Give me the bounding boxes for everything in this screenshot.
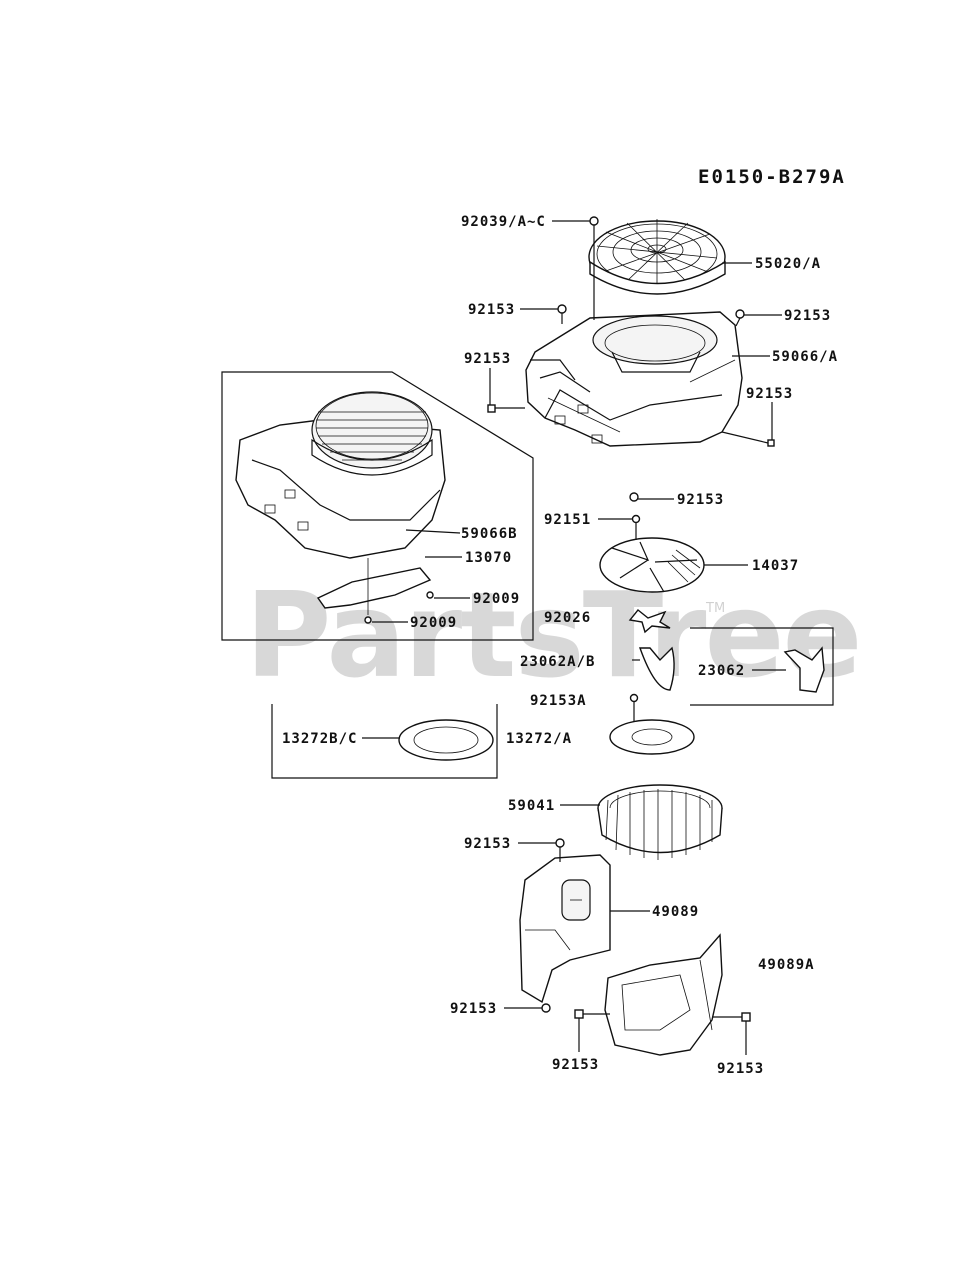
box-23062 bbox=[690, 627, 834, 706]
part-labels: 92039/A~C 55020/A 92153 92153 59066/A 92… bbox=[282, 214, 838, 1077]
box-13272 bbox=[271, 704, 498, 779]
part-label: 13272/A bbox=[506, 731, 572, 747]
part-label: 59066B bbox=[461, 526, 518, 542]
part-label: 14037 bbox=[752, 558, 799, 574]
part-label: 92153 bbox=[468, 302, 515, 318]
watermark-tm: TM bbox=[705, 601, 725, 616]
part-label: 59041 bbox=[508, 798, 555, 814]
part-label: 92153A bbox=[530, 693, 587, 709]
shroud-49089A bbox=[604, 933, 723, 1056]
shroud-49089 bbox=[519, 854, 611, 1004]
part-label: 92153 bbox=[746, 386, 793, 402]
part-label: 13070 bbox=[465, 550, 512, 566]
fin-ring bbox=[597, 784, 723, 860]
part-label: 49089 bbox=[652, 904, 699, 920]
part-label: 92153 bbox=[784, 308, 831, 324]
part-label: 92009 bbox=[473, 591, 520, 607]
part-label: 92009 bbox=[410, 615, 457, 631]
part-label: 92151 bbox=[544, 512, 591, 528]
part-label: 23062 bbox=[698, 663, 745, 679]
part-label: 23062A/B bbox=[520, 654, 595, 670]
lower-housing-group bbox=[221, 371, 534, 641]
upper-blower-housing bbox=[525, 311, 743, 447]
part-label: 55020/A bbox=[755, 256, 821, 272]
grille-screen bbox=[588, 219, 726, 295]
watermark: PartsTree bbox=[245, 566, 861, 704]
fan-plate bbox=[599, 537, 705, 593]
part-label: 49089A bbox=[758, 957, 815, 973]
cover-plate-13272A bbox=[609, 719, 695, 755]
guide-parts bbox=[628, 609, 675, 691]
part-label: 92153 bbox=[464, 836, 511, 852]
leader-lines bbox=[362, 220, 786, 1055]
part-label: 59066/A bbox=[772, 349, 838, 365]
part-label: 92026 bbox=[544, 610, 591, 626]
diagram-code: E0150-B279A bbox=[698, 166, 846, 188]
part-label: 92153 bbox=[552, 1057, 599, 1073]
cover-plate-13272BC bbox=[398, 719, 494, 761]
part-label: 92153 bbox=[450, 1001, 497, 1017]
part-label: 92153 bbox=[677, 492, 724, 508]
part-label: 13272B/C bbox=[282, 731, 357, 747]
part-label: 92153 bbox=[717, 1061, 764, 1077]
part-label: 92039/A~C bbox=[461, 214, 546, 230]
bracket-23062 bbox=[783, 646, 825, 693]
part-label: 92153 bbox=[464, 351, 511, 367]
